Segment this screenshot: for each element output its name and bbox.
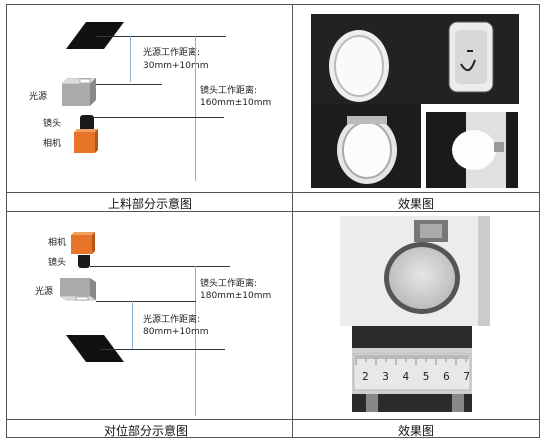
camera-icon-bottom [71,232,95,254]
light-distance-value: 30mm+10mm [143,61,209,71]
alignment-diagram-caption: 对位部分示意图 [103,424,188,438]
lens-distance-value: 160mm±10mm [200,98,272,108]
ruler-number-row: 2 3 4 5 6 7 [362,370,470,384]
ruler-number: 7 [463,370,470,383]
ruler-number: 4 [402,370,410,383]
light-distance-title-bottom: 光源工作距离: [143,315,201,325]
light-distance-guide-bottom [132,301,133,349]
lens-distance-title-bottom: 镜头工作距离: [200,279,258,289]
table-row-divider-3 [6,419,540,420]
target-part-shape-bottom [66,335,124,362]
lens-distance-guide [195,36,196,181]
loading-diagram-caption: 上料部分示意图 [107,197,192,211]
ruler-number: 5 [422,370,430,383]
light-distance-value-bottom: 80mm+10mm [143,327,209,337]
light-distance-guide [130,36,131,82]
effect-photo-ruler: 2 3 4 5 6 7 [352,326,472,412]
lens-label: 镜头 [43,119,62,129]
table-row-divider-2 [6,211,540,212]
camera-label-bottom: 相机 [48,238,67,248]
effect-photo-top [311,14,519,104]
lens-label-bottom: 镜头 [48,258,67,268]
alignment-effect-caption: 效果图 [397,424,434,438]
lens-icon [80,115,94,131]
light-level-line [96,84,162,85]
effect-photo-lens-part [340,216,490,326]
loading-effect-caption: 效果图 [397,197,434,211]
camera-icon [74,129,98,153]
camera-label: 相机 [43,139,62,149]
lens-distance-guide-bottom [195,266,196,416]
lens-level-line-bottom [90,266,230,267]
light-distance-title: 光源工作距离: [143,48,201,58]
ruler-ticks [355,355,469,365]
lens-icon-bottom [78,255,90,268]
ruler-number: 6 [443,370,450,383]
light-level-line-bottom [96,301,196,302]
table-row-divider-1 [6,192,540,193]
target-line [96,36,226,37]
lens-level-line [94,117,224,118]
light-source-icon [62,78,97,106]
target-part-shape [66,22,124,49]
light-source-label: 光源 [29,92,48,102]
lens-distance-value-bottom: 180mm±10mm [200,291,272,301]
effect-photo-bottom-left [311,104,421,188]
light-source-label-bottom: 光源 [35,287,54,297]
ruler-number: 2 [362,370,369,383]
target-line-bottom [100,349,225,350]
table-column-divider [292,4,293,438]
effect-photo-bottom-right [426,112,518,188]
light-source-icon-bottom [60,278,97,301]
lens-distance-title: 镜头工作距离: [200,86,258,96]
figure-table [6,4,540,438]
ruler-number: 3 [382,370,389,383]
